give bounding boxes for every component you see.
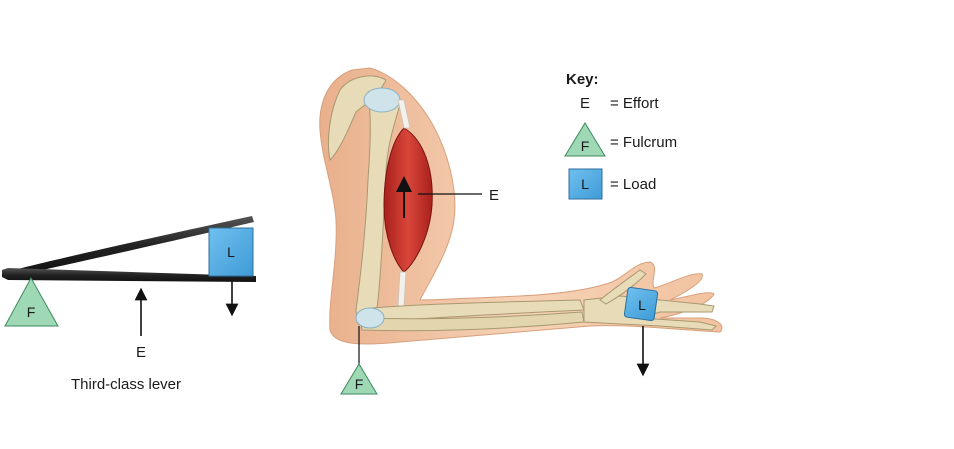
- arm-fulcrum-label: F: [355, 376, 364, 392]
- key-title: Key:: [566, 71, 599, 88]
- key-load-symbol: L: [581, 176, 589, 192]
- lever-fulcrum-label: F: [27, 304, 36, 320]
- arm-illustration: E L F: [319, 67, 723, 395]
- lever-upper-bar: [6, 216, 254, 276]
- arm-skin: [319, 67, 723, 345]
- lever-effort-label: E: [136, 344, 146, 361]
- lever-caption: Third-class lever: [71, 376, 181, 393]
- lever-load-box: [208, 227, 254, 277]
- key-effort-text: = Effort: [610, 95, 659, 112]
- thumb-bones: [599, 269, 647, 305]
- elbow-joint: [355, 307, 385, 329]
- arm-load-label: L: [638, 297, 646, 313]
- arm-load-box: [623, 286, 659, 322]
- key-effort-symbol: E: [580, 95, 590, 112]
- lever-load-label: L: [227, 244, 235, 260]
- key-load-text: = Load: [610, 176, 656, 193]
- lever-fulcrum-triangle: [4, 276, 59, 327]
- shoulder-joint: [363, 87, 401, 113]
- arm-fulcrum-triangle: [340, 363, 378, 395]
- key-fulcrum-text: = Fulcrum: [610, 134, 677, 151]
- arm-effort-label: E: [489, 187, 499, 204]
- lever-lower-bar: [2, 268, 256, 282]
- key-fulcrum-triangle: [564, 122, 606, 157]
- key-fulcrum-symbol: F: [581, 138, 590, 154]
- key-load-box: [568, 168, 603, 200]
- third-class-lever: L F E Third-class lever: [2, 216, 256, 393]
- key-legend: Key: E = Effort F = Fulcrum L = Load: [564, 71, 677, 200]
- biceps-tendon-top: [397, 99, 411, 129]
